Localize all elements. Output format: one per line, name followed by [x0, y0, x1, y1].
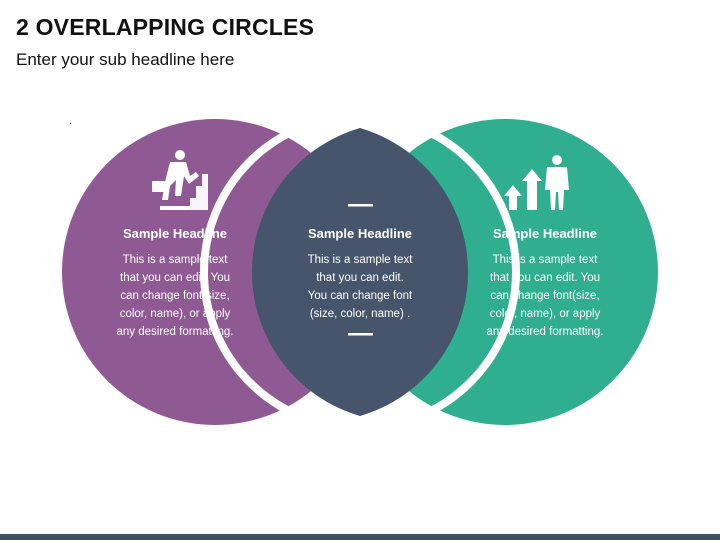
- businessman-growth-arrows-icon: [504, 155, 569, 210]
- lens-outline-right: [359, 112, 520, 432]
- left-text-block: Sample Headline This is a sample text th…: [100, 226, 250, 341]
- lens-top-dash: [348, 204, 373, 207]
- footer-bar: [0, 534, 720, 540]
- page-title: 2 OVERLAPPING CIRCLES: [16, 14, 315, 40]
- center-lens: [252, 128, 469, 416]
- right-body: This is a sample text that you can edit.…: [486, 254, 604, 338]
- page-subtitle: Enter your sub headline here: [16, 50, 235, 69]
- center-body: This is a sample text that you can edit.…: [307, 254, 413, 320]
- center-headline: Sample Headline: [307, 226, 413, 241]
- lens-outline-left: [200, 112, 361, 432]
- stray-marker: .: [69, 113, 73, 127]
- left-body: This is a sample text that you can edit.…: [116, 254, 234, 338]
- person-climbing-stairs-icon: [152, 150, 208, 210]
- right-headline: Sample Headline: [492, 226, 598, 241]
- lens-bottom-dash: [348, 333, 373, 336]
- right-text-block: Sample Headline This is a sample text th…: [470, 226, 620, 341]
- center-text-block: Sample Headline This is a sample text th…: [285, 226, 435, 323]
- left-headline: Sample Headline: [122, 226, 228, 241]
